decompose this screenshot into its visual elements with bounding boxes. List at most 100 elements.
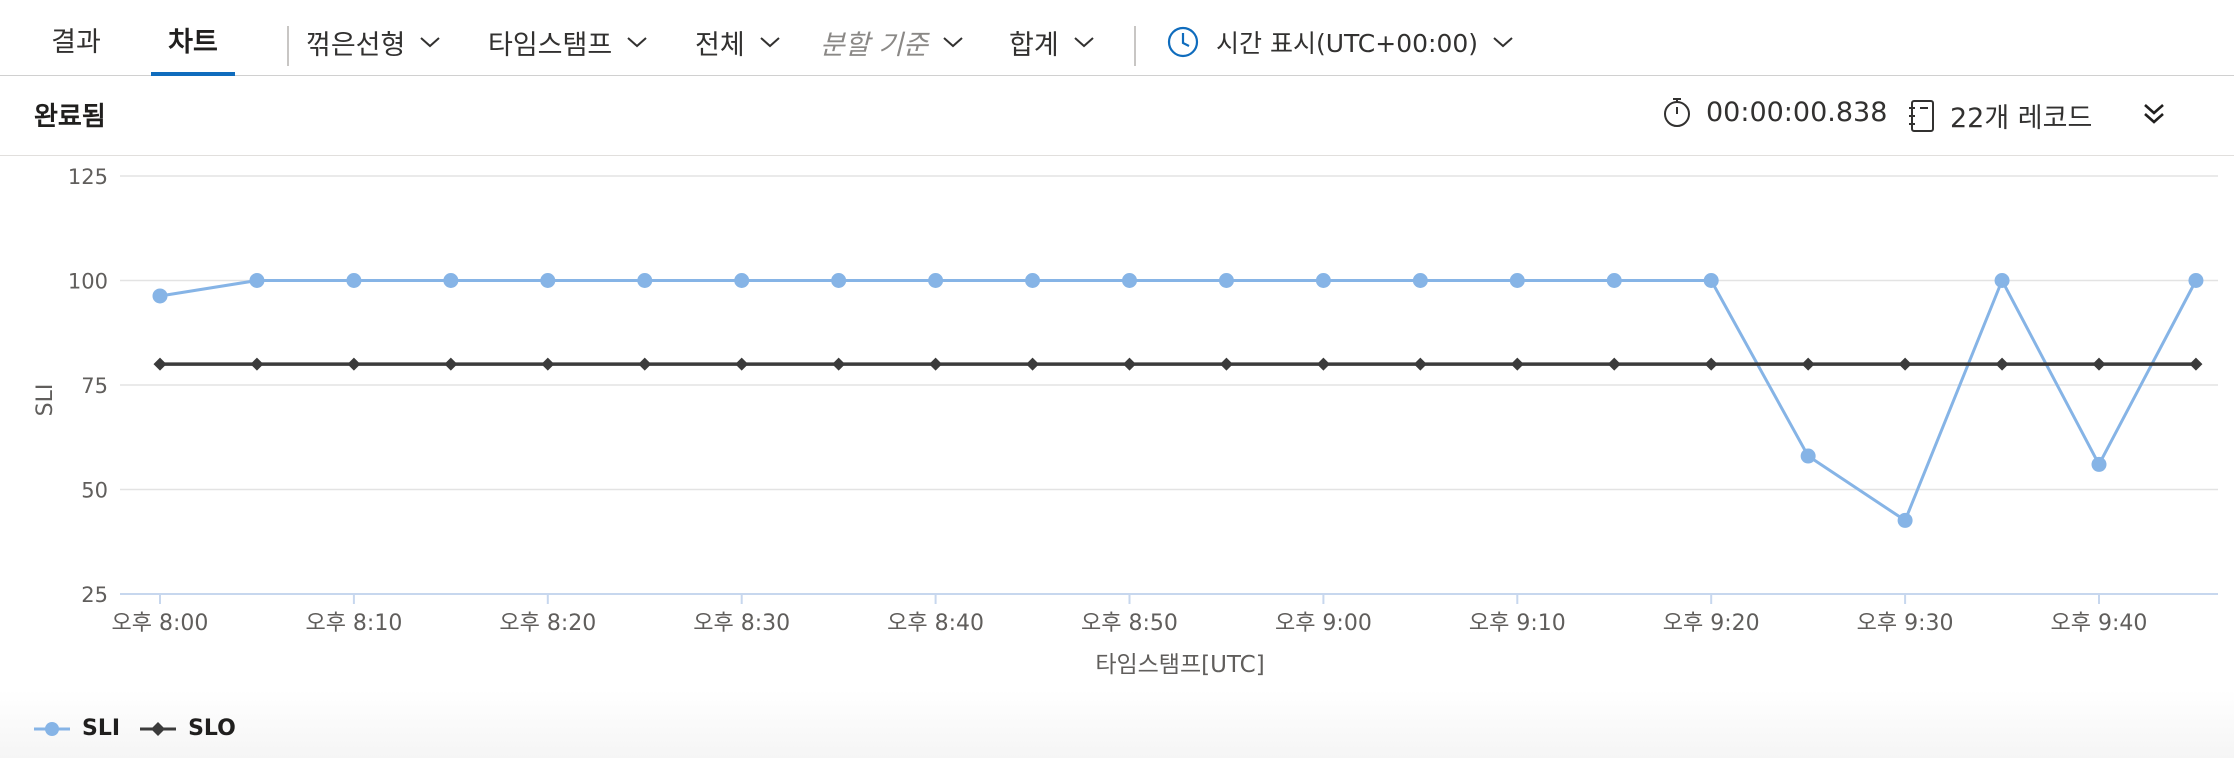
- chart-legend: SLI SLO: [34, 716, 256, 741]
- legend-background: [0, 690, 2234, 758]
- data-point-slo[interactable]: [541, 357, 555, 371]
- filter-dropdown[interactable]: 전체: [695, 22, 781, 62]
- x-tick-label: 오후 8:50: [1081, 611, 1178, 636]
- series-line-sli: [159, 279, 2198, 522]
- y-axis-title: SLI: [33, 384, 58, 417]
- data-point-sli[interactable]: [1897, 512, 1913, 528]
- data-point-sli[interactable]: [637, 273, 653, 288]
- data-point-sli[interactable]: [152, 288, 168, 304]
- data-point-slo[interactable]: [1898, 357, 1912, 371]
- data-point-sli[interactable]: [1994, 273, 2010, 288]
- tab-results[interactable]: 결과: [34, 20, 118, 76]
- data-point-slo[interactable]: [1219, 357, 1233, 371]
- data-point-slo[interactable]: [250, 357, 264, 371]
- data-point-slo[interactable]: [1704, 357, 1718, 371]
- data-point-sli[interactable]: [1606, 273, 1622, 288]
- series-slo: [153, 357, 2203, 371]
- data-point-slo[interactable]: [1801, 357, 1815, 371]
- status-title: 완료됨: [34, 102, 106, 132]
- x-tick-label: 오후 9:10: [1469, 611, 1566, 636]
- data-point-slo[interactable]: [832, 357, 846, 371]
- y-tick-label: 75: [81, 374, 108, 398]
- data-point-sli[interactable]: [2188, 273, 2204, 288]
- data-point-sli[interactable]: [443, 273, 459, 288]
- x-tick-label: 오후 9:30: [1857, 611, 1954, 636]
- y-tick-label: 100: [68, 270, 108, 294]
- data-point-sli[interactable]: [734, 273, 750, 288]
- x-tick-label: 오후 8:40: [887, 611, 984, 636]
- tab-chart-label: 차트: [168, 27, 218, 58]
- data-point-sli[interactable]: [249, 273, 265, 288]
- data-point-sli[interactable]: [1218, 273, 1234, 288]
- data-point-sli[interactable]: [831, 273, 847, 288]
- data-point-sli[interactable]: [1315, 273, 1331, 288]
- data-point-slo[interactable]: [1026, 357, 1040, 371]
- chart-type-dropdown[interactable]: 꺾은선형: [306, 22, 441, 62]
- x-column-label: 타임스탬프: [488, 29, 613, 61]
- toolbar: 결과 차트 꺾은선형 타임스탬프 전체 분할 기준 합계 시간 표시(UTC+0…: [0, 0, 2234, 76]
- data-point-slo[interactable]: [2189, 357, 2203, 371]
- aggregation-dropdown[interactable]: 합계: [1009, 22, 1095, 62]
- chevron-down-icon: [420, 37, 441, 48]
- x-tick-label: 오후 8:00: [112, 611, 209, 636]
- filter-label: 전체: [695, 29, 745, 61]
- data-point-sli[interactable]: [1800, 448, 1816, 464]
- data-point-sli[interactable]: [2091, 456, 2107, 472]
- grid-lines: [120, 175, 2218, 595]
- data-point-slo[interactable]: [347, 357, 361, 371]
- chevron-down-icon: [760, 37, 780, 48]
- toolbar-divider: [1134, 26, 1136, 66]
- data-point-slo[interactable]: [444, 357, 458, 371]
- x-column-dropdown[interactable]: 타임스탬프: [488, 22, 648, 62]
- stopwatch-icon: [1664, 98, 1690, 127]
- clock-icon: [1167, 26, 1199, 58]
- data-point-sli[interactable]: [1703, 273, 1719, 288]
- data-point-slo[interactable]: [1123, 357, 1136, 371]
- time-display-label: 시간 표시(UTC+00:00): [1216, 29, 1479, 58]
- data-point-slo[interactable]: [1413, 357, 1427, 371]
- data-point-sli[interactable]: [1122, 273, 1137, 288]
- double-chevron-down-icon: [2144, 104, 2164, 124]
- data-point-sli[interactable]: [1509, 273, 1525, 288]
- aggregation-label: 합계: [1009, 29, 1059, 61]
- record-count: 22개 레코드: [1908, 96, 2092, 135]
- data-point-sli[interactable]: [1025, 273, 1041, 288]
- data-point-slo[interactable]: [153, 357, 167, 371]
- data-point-slo[interactable]: [735, 357, 749, 371]
- y-tick-label: 125: [68, 165, 108, 189]
- chevron-down-icon: [627, 37, 647, 48]
- records-value: 22개 레코드: [1950, 103, 2093, 134]
- chevron-down-icon: [1493, 37, 1513, 48]
- collapse-button[interactable]: [2140, 100, 2168, 132]
- data-point-slo[interactable]: [638, 357, 652, 371]
- data-point-slo[interactable]: [1316, 357, 1330, 371]
- tab-chart[interactable]: 차트: [151, 20, 235, 76]
- legend-marker-sli: [34, 721, 70, 736]
- tab-results-label: 결과: [51, 27, 101, 58]
- legend-label-slo: SLO: [188, 716, 236, 741]
- duration-value: 00:00:00.838: [1706, 96, 1888, 128]
- legend-item-slo[interactable]: SLO: [140, 716, 236, 741]
- data-point-sli[interactable]: [1412, 273, 1428, 288]
- data-point-slo[interactable]: [929, 357, 943, 371]
- data-point-slo[interactable]: [1995, 357, 2009, 371]
- data-point-sli[interactable]: [346, 273, 362, 288]
- x-tick-label: 오후 8:10: [305, 611, 402, 636]
- split-by-dropdown[interactable]: 분할 기준: [820, 22, 964, 62]
- x-tick-label: 오후 9:20: [1663, 611, 1760, 636]
- y-tick-label: 50: [81, 479, 108, 503]
- legend-label-sli: SLI: [82, 716, 121, 741]
- query-duration: 00:00:00.838: [1662, 96, 1887, 128]
- x-tick-label: 오후 8:30: [693, 611, 790, 636]
- time-display-dropdown[interactable]: 시간 표시(UTC+00:00): [1166, 22, 1514, 62]
- data-point-slo[interactable]: [1607, 357, 1621, 371]
- legend-marker-slo: [140, 721, 177, 736]
- data-point-slo[interactable]: [2092, 357, 2106, 371]
- chevron-down-icon: [943, 37, 963, 48]
- legend-item-sli[interactable]: SLI: [34, 716, 120, 741]
- chevron-down-icon: [1074, 37, 1094, 48]
- data-point-sli[interactable]: [540, 273, 556, 288]
- data-point-slo[interactable]: [1510, 357, 1524, 371]
- data-point-sli[interactable]: [928, 273, 944, 288]
